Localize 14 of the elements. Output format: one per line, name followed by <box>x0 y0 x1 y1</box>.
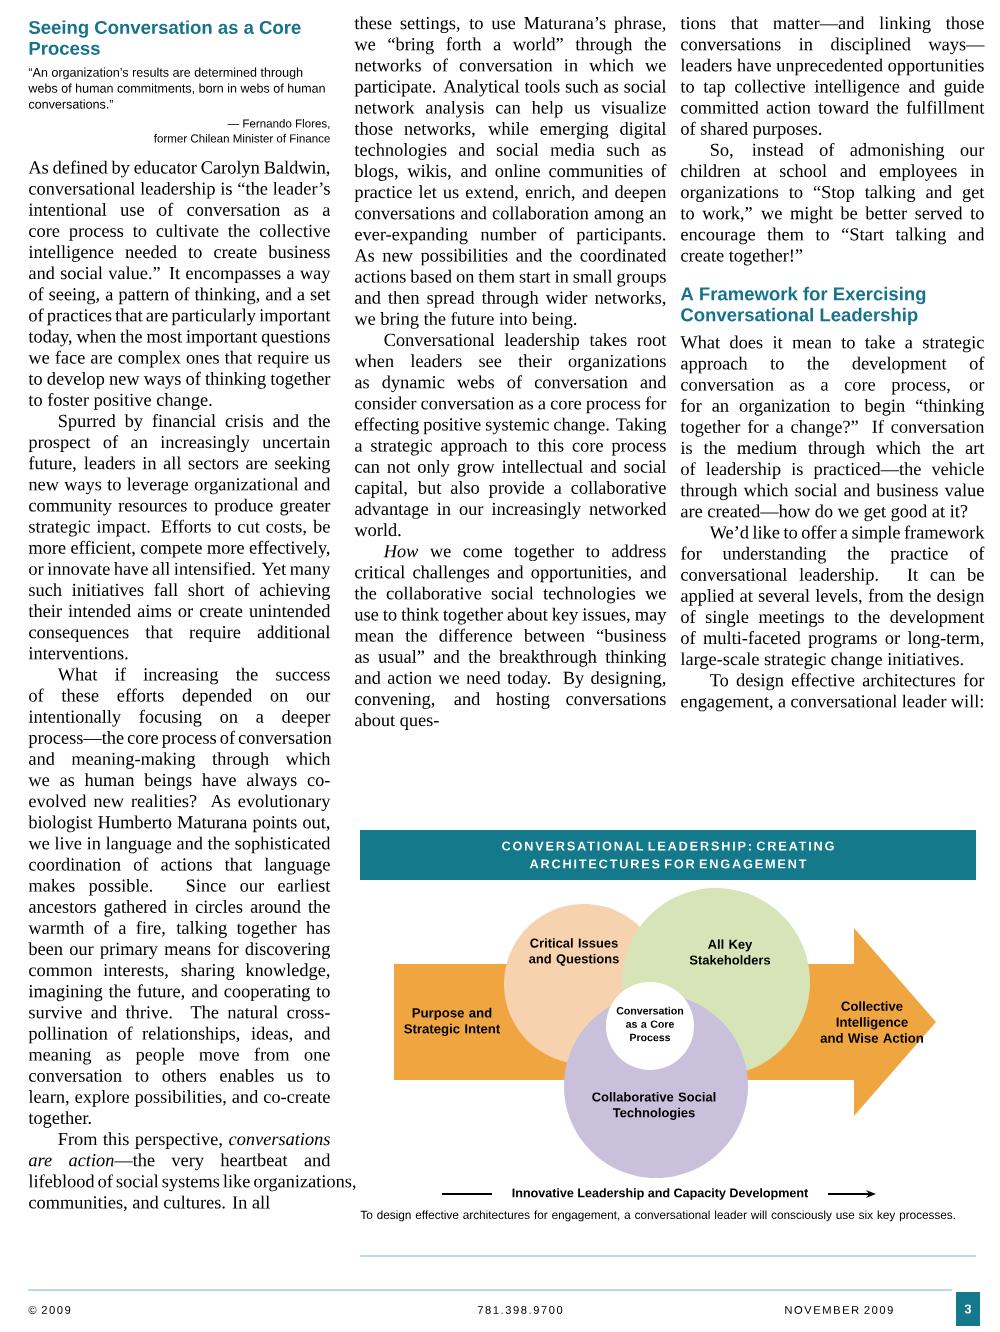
body-paragraph: So, instead of admonishing our children at school and employees in organizations to “Stop talking and get to work,” we might be better served to encourage them to “Start talking and create together!” <box>680 142 985 266</box>
body-paragraph: As defined by educator Carolyn Baldwin, conversational leadership is “the leader’s intentional use of conversation as a core process to cultivate the collective intelligence needed to create business and social value.” It encompasses a way of seeing, a pattern of thinking, and a set of practices that are particularly important today, when the most important questions we face are complex ones that require us to develop new ways of thinking together to foster positive change. <box>28 160 331 410</box>
body-paragraph: We’d like to offer a simple framework for understanding the practice of conversational leadership. It can be applied at several levels, from the design of single meetings to the development of multi-faceted programs or long-term, large-scale strategic change initiatives. <box>680 525 985 670</box>
section-heading: A Framework for Exercising Conversational Leadership <box>680 286 926 326</box>
body-paragraph: How we come together to address critical challenges and opportunities, and the collaborative social technologies we use to think together about key issues, may mean the difference between “business as usual” and the breakthrough thinking and action we need today. By designing, convening, and hosting conversations about ques- <box>354 544 667 730</box>
section-heading: Seeing Conversation as a Core Process <box>28 20 301 55</box>
body-paragraph: To design effective architectures for engagement, a conversational leader will: <box>681 673 985 712</box>
body-paragraph: tions that matter—and linking those conversations in disciplined ways—leaders have unprecedented opportunities to tap collective intelligence and guide committed action toward the fulfillment of shared purposes. <box>680 16 985 139</box>
body-paragraph: Conversational leadership takes root when leaders see their organizations as dynamic webs of conversation and consider conversation as a core process for effecting positive systemic change. Taking a strategic approach to this core process can not only grow intellectual and social capital, but also provide a collaborative advantage in our increasingly networked world. <box>354 333 667 537</box>
body-paragraph: these settings, to use Maturana’s phrase, we “bring forth a world” through the networks of conversation in which we participate. Analytical tools such as social network analysis can help us visualize those networks, while emerging digital technologies and social media such as blogs, wikis, and online communities of practice let us extend, enrich, and deepen conversations and collaboration among an ever-expanding number of participants. As new possibilities and the coordinated actions based on them start in small groups and then spread through wider networks, we bring the future into being. <box>354 16 667 329</box>
body-paragraph: What if increasing the success of these efforts depended on our intentionally focusing on a deeper process—the core process of conversation and meaning-making through which we as human beings have always co-evolved new realities? As evolutionary biologist Humberto Maturana points out, we live in language and the sophisticated coordination of actions that language makes possible. Since our earliest ancestors gathered in circles around the warmth of a fire, talking together has been our primary means for discovering common interests, sharing knowledge, imagining the future, and cooperating to survive and thrive. The natural cross-pollination of relationships, ideas, and meaning as people move from one conversation to others enables us to learn, explore possibilities, and co-create together. <box>28 667 332 1128</box>
body-paragraph: From this perspective, conversations are action—the very heartbeat and lifeblood of social systems like organizations, communities, and cultures. In all <box>28 1132 356 1212</box>
body-paragraph: Spurred by financial crisis and the prospect of an increasingly uncertain future, leaders in all sectors are seeking new ways to leverage organizational and community resources to produce greater strategic impact. Efforts to cut costs, be more efficient, compete more effectively, or innovate have all intensified. Yet many such initiatives fall short of achieving their intended aims or create unintended consequences that require additional interventions. <box>28 414 331 660</box>
body-paragraph: What does it mean to take a strategic approach to the development of conversation as a core process, or for an organization to begin “thinking together for a change?” If conversation is the medium through which the art of leadership is practiced—the vehicle through which social and business value are created—how do we get good at it? <box>680 335 985 522</box>
